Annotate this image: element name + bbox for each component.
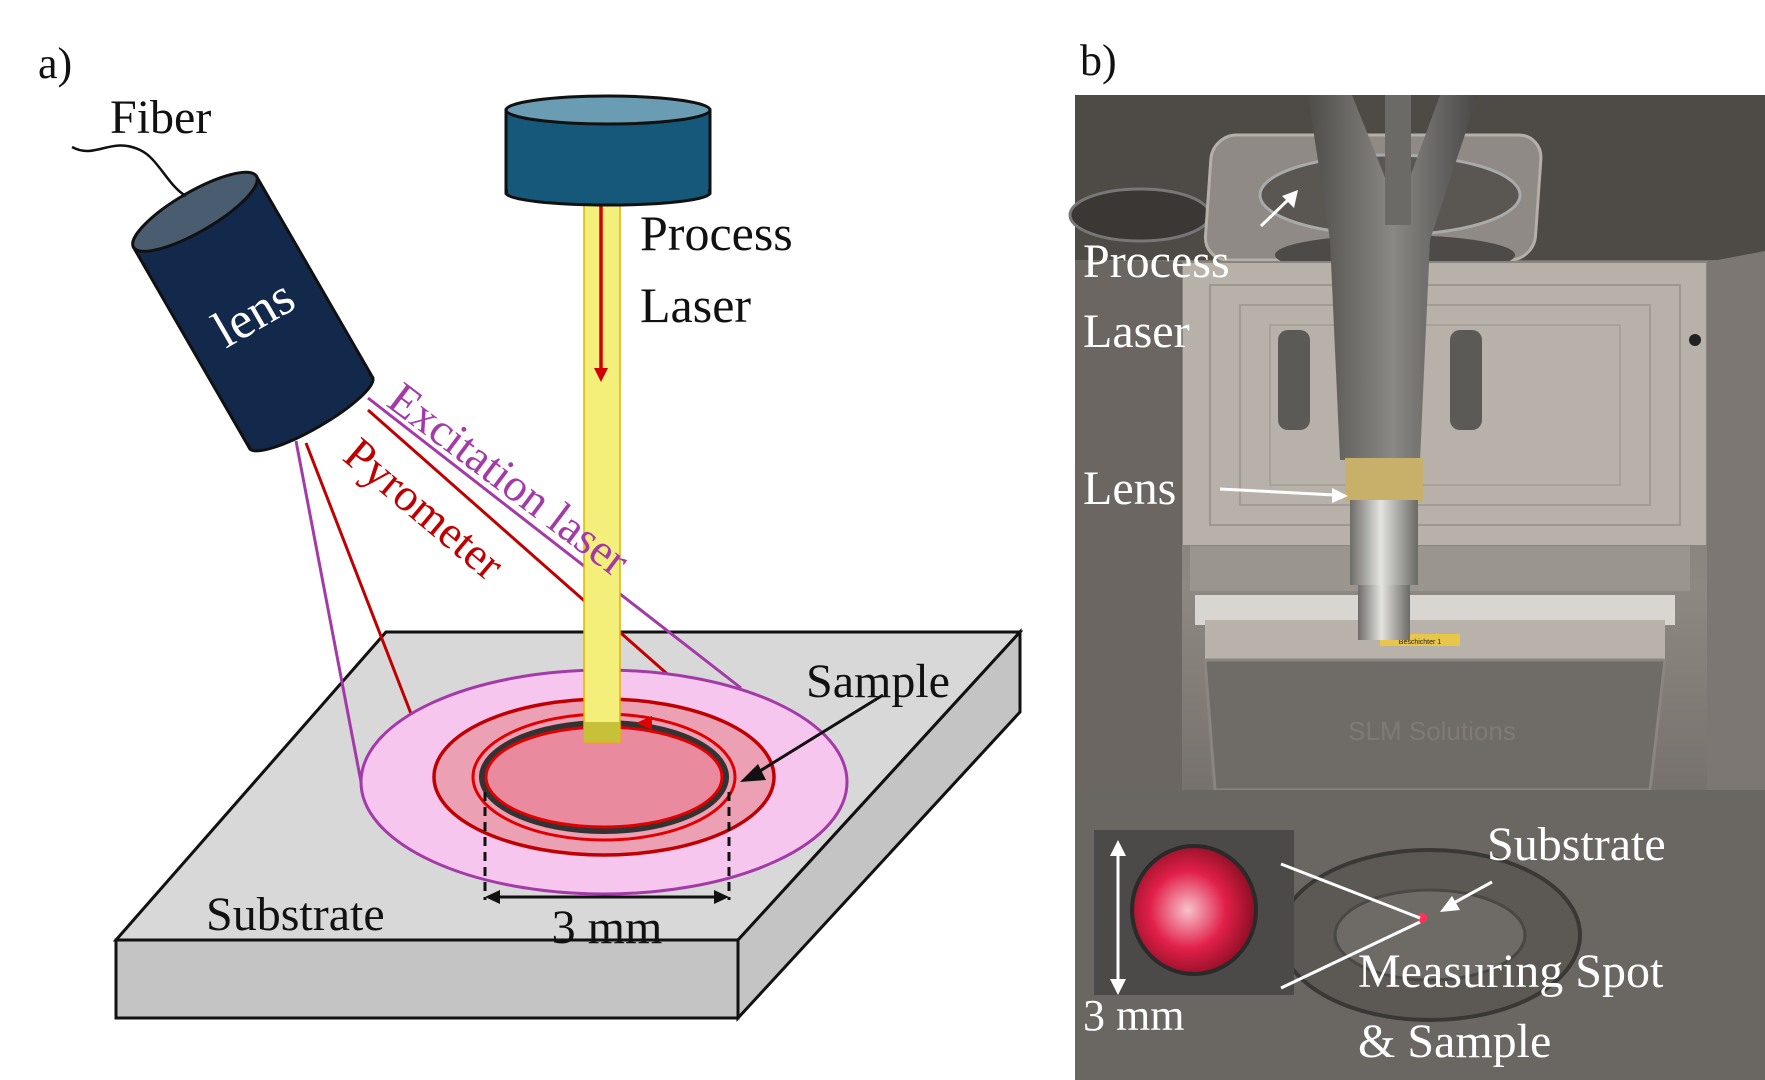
- dimension-label: 3 mm: [552, 901, 663, 954]
- dimension-arrow-right: [714, 890, 729, 904]
- photo-lens-label: Lens: [1083, 462, 1176, 515]
- scan-direction-arrow: [636, 716, 652, 730]
- machine-brand: SLM Solutions: [1348, 716, 1516, 746]
- substrate-side: [736, 628, 1022, 1022]
- panel-a: a) 3 mm: [38, 39, 1024, 1022]
- inset-link-bottom: [1280, 920, 1421, 990]
- lens-pointer-head: [1332, 488, 1348, 503]
- panel-b: b) SLM Solutions: [1068, 36, 1765, 1080]
- panel-b-tag: b): [1080, 36, 1117, 85]
- coater-plate: Beschichter 1: [1399, 639, 1442, 646]
- sample-pointer-head: [740, 764, 766, 782]
- photo-process-laser-label-2: Laser: [1083, 305, 1190, 358]
- lens-head: lens: [131, 170, 375, 453]
- photo-substrate-label: Substrate: [1487, 818, 1666, 871]
- substrate-label: Substrate: [206, 888, 385, 941]
- machine-photo: SLM Solutions Beschichter 1: [1068, 95, 1765, 1080]
- sample-pointer: [754, 693, 884, 776]
- process-laser-head: [504, 94, 712, 207]
- measuring-spot-label-2: & Sample: [1358, 1015, 1551, 1068]
- measuring-spot-label-1: Measuring Spot: [1358, 945, 1664, 998]
- fiber-cable: [71, 144, 187, 198]
- process-laser-label-2: Laser: [640, 277, 751, 333]
- process-laser-pointer: [1259, 196, 1292, 228]
- inset-link-top: [1280, 862, 1421, 920]
- fiber-label: Fiber: [110, 91, 211, 144]
- beam-footprint: [584, 722, 620, 742]
- substrate-pointer: [1449, 880, 1493, 907]
- beam-arrow-head: [594, 368, 608, 382]
- pyrometer-cone-right: [367, 408, 708, 711]
- process-laser-pointer-head: [1282, 190, 1298, 208]
- inset-dimension-arrow-bottom: [1110, 979, 1126, 995]
- inset-dimension-arrow-top: [1110, 840, 1126, 856]
- process-laser-label-1: Process: [640, 205, 793, 261]
- photo-process-laser-label-1: Process: [1083, 235, 1230, 288]
- excitation-cone-left: [294, 440, 363, 783]
- dimension-arrow-left: [485, 890, 500, 904]
- lens-pointer: [1219, 487, 1336, 497]
- substrate-pointer-head: [1440, 896, 1460, 912]
- inset-dimension-label: 3 mm: [1083, 991, 1184, 1040]
- panel-a-tag: a): [38, 39, 72, 88]
- sample-label: Sample: [806, 655, 950, 708]
- excitation-cone-right: [367, 396, 742, 690]
